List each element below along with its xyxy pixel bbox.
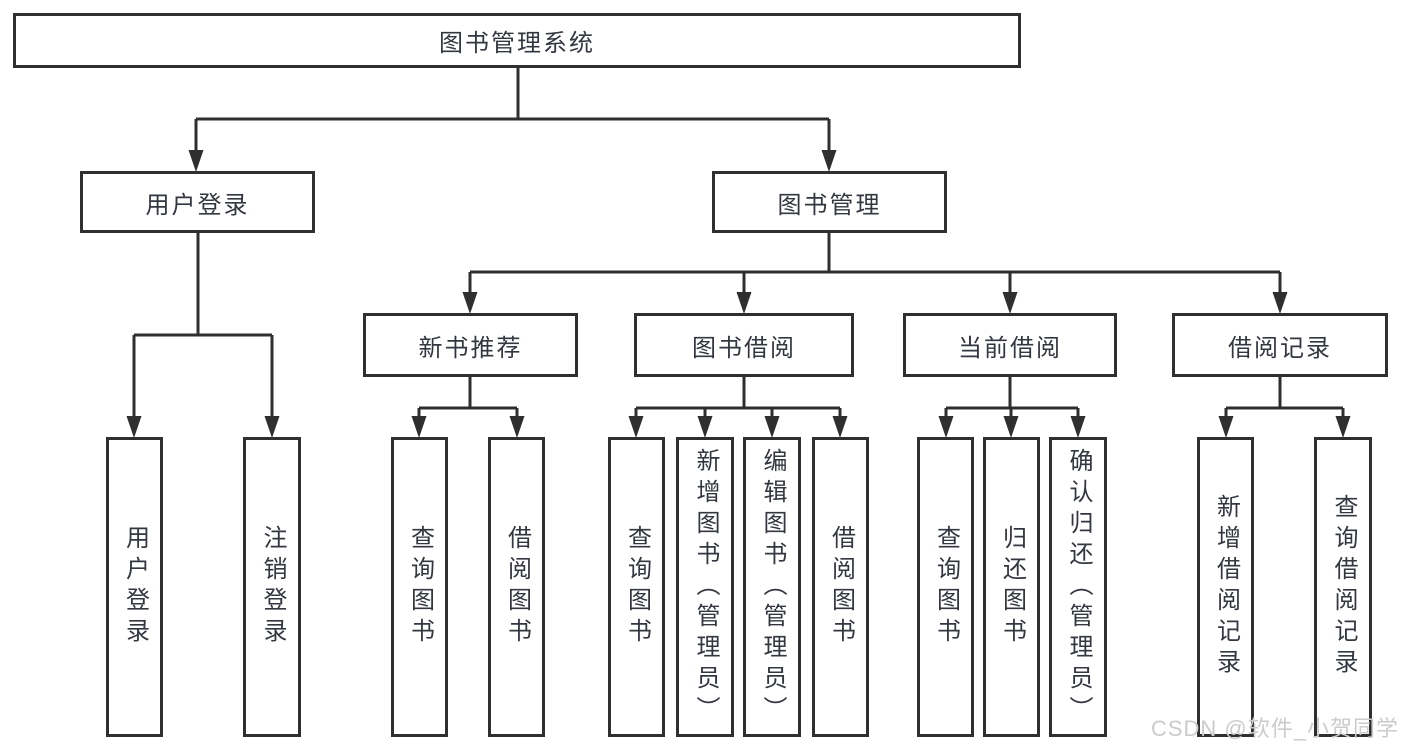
leaf-label: 借阅图书	[827, 525, 855, 649]
leaf-label: 新增图书（管理员）	[692, 447, 719, 727]
node-book-management: 图书管理	[712, 171, 947, 233]
leaf-label: 用户登录	[121, 525, 149, 649]
node-library-system: 图书管理系统	[13, 13, 1021, 68]
leaf-borrow-books-borrow: 借阅图书	[812, 437, 869, 737]
leaf-borrow-books-newbook: 借阅图书	[488, 437, 545, 737]
leaf-label: 编辑图书（管理员）	[759, 447, 786, 727]
leaf-label: 归还图书	[998, 525, 1026, 649]
watermark: CSDN @软件_小贺同学	[1150, 716, 1399, 741]
node-new-book-recommend: 新书推荐	[363, 313, 578, 377]
leaf-query-books-newbook: 查询图书	[391, 437, 448, 737]
leaf-query-borrow-record: 查询借阅记录	[1314, 437, 1372, 737]
leaf-confirm-return-admin: 确认归还（管理员）	[1049, 437, 1107, 737]
node-book-borrowing: 图书借阅	[634, 313, 854, 377]
leaf-label: 查询图书	[623, 525, 651, 649]
leaf-user-login: 用户登录	[106, 437, 163, 737]
leaf-label: 借阅图书	[503, 525, 531, 649]
node-user-login: 用户登录	[80, 171, 315, 233]
leaf-label: 查询图书	[406, 525, 434, 649]
leaf-label: 新增借阅记录	[1212, 494, 1240, 680]
leaf-query-books-current: 查询图书	[917, 437, 974, 737]
leaf-add-book-admin: 新增图书（管理员）	[676, 437, 734, 737]
node-borrow-records: 借阅记录	[1172, 313, 1388, 377]
leaf-query-books-borrow: 查询图书	[608, 437, 665, 737]
node-current-borrowing: 当前借阅	[903, 313, 1117, 377]
leaf-label: 确认归还（管理员）	[1065, 447, 1092, 727]
leaf-label: 查询图书	[932, 525, 960, 649]
leaf-edit-book-admin: 编辑图书（管理员）	[743, 437, 801, 737]
leaf-label: 注销登录	[259, 525, 286, 649]
leaf-return-book: 归还图书	[983, 437, 1040, 737]
leaf-logout: 注销登录	[243, 437, 301, 737]
leaf-label: 查询借阅记录	[1330, 494, 1357, 680]
leaf-add-borrow-record: 新增借阅记录	[1197, 437, 1254, 737]
